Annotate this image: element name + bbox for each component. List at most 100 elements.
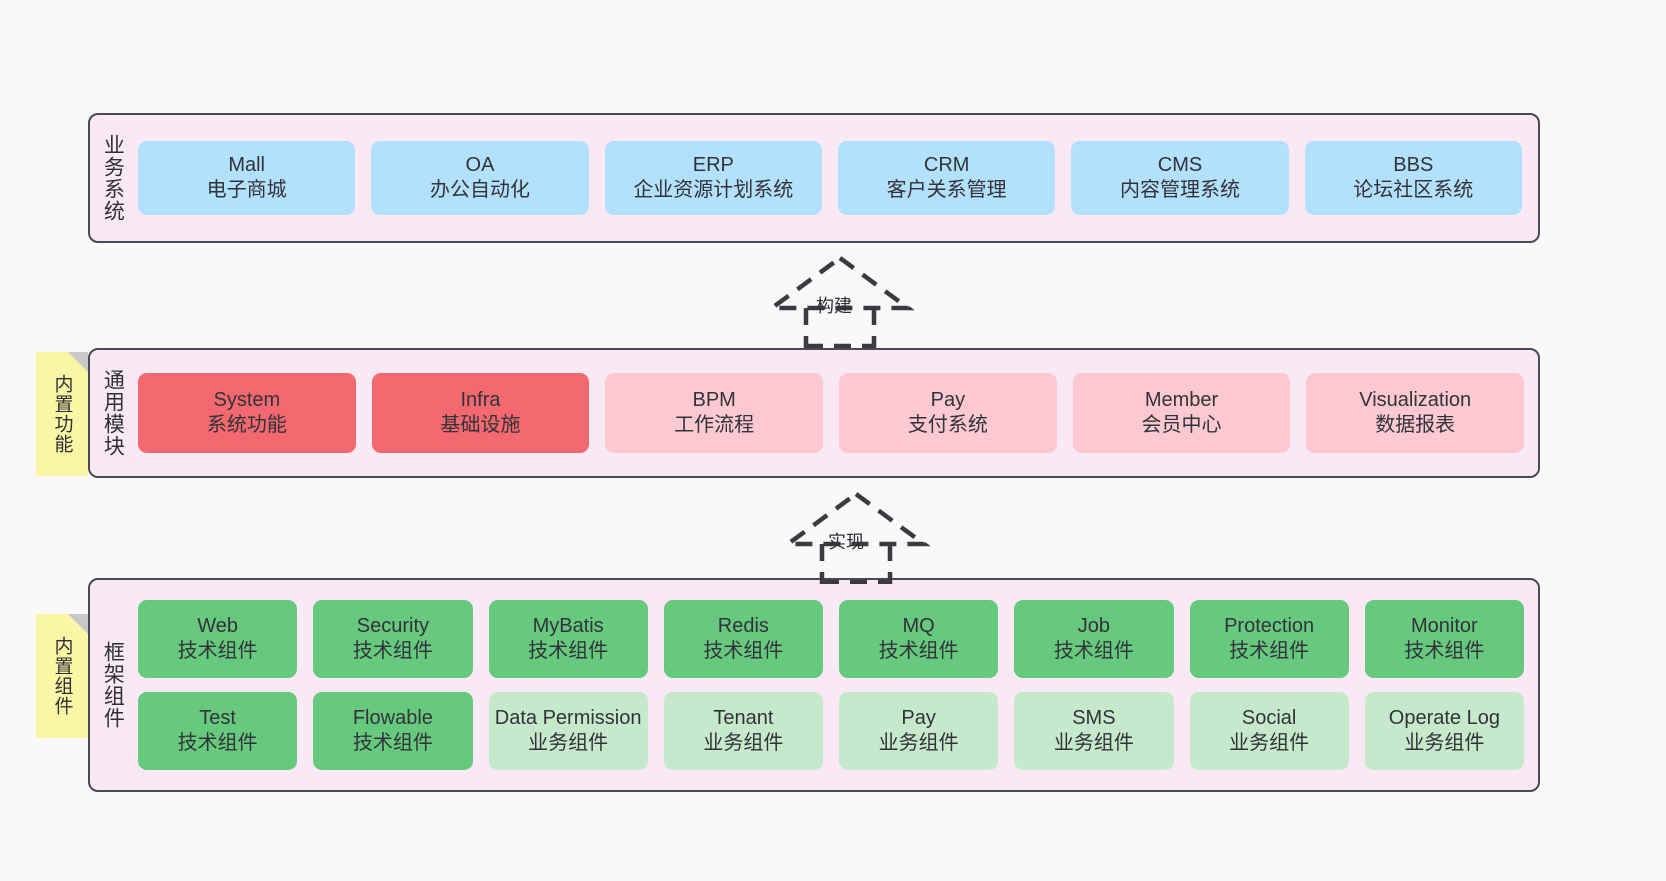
- cell-name: Protection: [1224, 615, 1315, 637]
- cell-name: CMS: [1157, 154, 1203, 176]
- sticky-label: 内置组件: [51, 636, 73, 716]
- layer-framework-components: 框架组件 Web 技术组件 Security 技术组件 MyBatis 技术组件…: [88, 578, 1540, 792]
- cell-name: Mall: [228, 154, 265, 176]
- common-row: System 系统功能 Infra 基础设施 BPM 工作流程 Pay 支付系统…: [138, 373, 1525, 453]
- cell-name: MQ: [902, 615, 935, 637]
- framework-cell-social[interactable]: Social 业务组件: [1189, 692, 1349, 770]
- cell-name: Job: [1077, 615, 1110, 637]
- cell-desc: 业务组件: [1053, 732, 1134, 754]
- common-cell-pay[interactable]: Pay 支付系统: [839, 373, 1057, 453]
- cell-name: Operate Log: [1388, 707, 1500, 729]
- cell-desc: 支付系统: [907, 414, 988, 436]
- cell-name: Pay: [930, 389, 966, 411]
- business-row: Mall 电子商城 OA 办公自动化 ERP 企业资源计划系统 CRM 客户关系…: [138, 141, 1522, 215]
- cell-name: Tenant: [713, 707, 774, 729]
- framework-cell-mq[interactable]: MQ 技术组件: [839, 600, 999, 678]
- cell-name: Web: [197, 615, 238, 637]
- framework-cell-redis[interactable]: Redis 技术组件: [663, 600, 823, 678]
- layer-framework-body: Web 技术组件 Security 技术组件 MyBatis 技术组件 Redi…: [134, 580, 1538, 790]
- common-cell-member[interactable]: Member 会员中心: [1072, 373, 1291, 453]
- cell-desc: 系统功能: [206, 414, 287, 436]
- sticky-fold-corner-icon: [68, 614, 88, 634]
- cell-desc: 业务组件: [703, 732, 784, 754]
- cell-desc: 业务组件: [1404, 732, 1485, 754]
- cell-desc: 业务组件: [878, 732, 959, 754]
- cell-name: SMS: [1072, 707, 1116, 729]
- framework-cell-test[interactable]: Test 技术组件: [138, 692, 298, 770]
- common-cell-bpm[interactable]: BPM 工作流程: [605, 373, 824, 453]
- realization-arrow-icon: [781, 491, 931, 585]
- cell-name: Monitor: [1411, 615, 1478, 637]
- business-cell-oa[interactable]: OA 办公自动化: [371, 141, 589, 215]
- cell-desc: 技术组件: [1404, 640, 1485, 662]
- cell-name: OA: [465, 154, 495, 176]
- cell-desc: 数据报表: [1375, 414, 1456, 436]
- layer-framework-title: 框架组件: [101, 641, 125, 729]
- cell-name: Redis: [717, 615, 769, 637]
- sticky-fold-corner-icon: [68, 352, 88, 372]
- cell-name: BPM: [692, 389, 736, 411]
- layer-business-title: 业务系统: [101, 134, 125, 222]
- cell-desc: 技术组件: [352, 640, 433, 662]
- realization-arrow-icon: [765, 255, 915, 349]
- cell-name: MyBatis: [532, 615, 604, 637]
- cell-name: Test: [199, 707, 236, 729]
- cell-desc: 会员中心: [1141, 414, 1222, 436]
- cell-desc: 技术组件: [177, 640, 258, 662]
- framework-cell-flowable[interactable]: Flowable 技术组件: [313, 692, 473, 770]
- connector-build-label: 构建: [816, 296, 852, 316]
- framework-cell-web[interactable]: Web 技术组件: [138, 600, 298, 678]
- sticky-note-builtin-components: 内置组件: [36, 614, 88, 738]
- common-cell-infra[interactable]: Infra 基础设施: [371, 373, 590, 453]
- business-cell-crm[interactable]: CRM 客户关系管理: [837, 141, 1056, 215]
- cell-name: Visualization: [1359, 389, 1472, 411]
- cell-desc: 技术组件: [177, 732, 258, 754]
- framework-cell-job[interactable]: Job 技术组件: [1014, 600, 1174, 678]
- cell-name: System: [213, 389, 281, 411]
- layer-business-systems: 业务系统 Mall 电子商城 OA 办公自动化 ERP 企业资源计划系统 CRM…: [88, 113, 1540, 243]
- layer-common-modules: 通用模块 System 系统功能 Infra 基础设施 BPM 工作流程 Pay…: [88, 348, 1540, 478]
- cell-name: BBS: [1393, 154, 1434, 176]
- business-cell-mall[interactable]: Mall 电子商城: [138, 141, 356, 215]
- framework-cell-monitor[interactable]: Monitor 技术组件: [1364, 600, 1524, 678]
- framework-cell-security[interactable]: Security 技术组件: [313, 600, 473, 678]
- cell-desc: 技术组件: [352, 732, 433, 754]
- cell-desc: 客户关系管理: [886, 179, 1007, 201]
- business-cell-cms[interactable]: CMS 内容管理系统: [1071, 141, 1289, 215]
- cell-desc: 业务组件: [528, 732, 609, 754]
- layer-common-body: System 系统功能 Infra 基础设施 BPM 工作流程 Pay 支付系统…: [134, 350, 1538, 476]
- framework-cell-sms[interactable]: SMS 业务组件: [1014, 692, 1174, 770]
- framework-cell-pay[interactable]: Pay 业务组件: [839, 692, 999, 770]
- business-cell-erp[interactable]: ERP 企业资源计划系统: [604, 141, 822, 215]
- framework-cell-tenant[interactable]: Tenant 业务组件: [663, 692, 823, 770]
- cell-name: Data Permission: [494, 707, 642, 729]
- connector-build: 构建: [740, 252, 940, 349]
- cell-name: CRM: [923, 154, 970, 176]
- cell-name: Social: [1241, 707, 1297, 729]
- cell-desc: 技术组件: [528, 640, 609, 662]
- cell-desc: 技术组件: [703, 640, 784, 662]
- framework-cell-data-permission[interactable]: Data Permission 业务组件: [488, 692, 648, 770]
- cell-name: Security: [356, 615, 429, 637]
- cell-name: Pay: [901, 707, 936, 729]
- cell-desc: 技术组件: [878, 640, 959, 662]
- framework-cell-operate-log[interactable]: Operate Log 业务组件: [1364, 692, 1524, 770]
- cell-desc: 业务组件: [1229, 732, 1310, 754]
- cell-desc: 企业资源计划系统: [633, 179, 794, 201]
- common-cell-visualization[interactable]: Visualization 数据报表: [1306, 373, 1525, 453]
- cell-desc: 论坛社区系统: [1353, 179, 1474, 201]
- framework-cell-mybatis[interactable]: MyBatis 技术组件: [488, 600, 648, 678]
- layer-business-body: Mall 电子商城 OA 办公自动化 ERP 企业资源计划系统 CRM 客户关系…: [134, 115, 1538, 241]
- connector-implement-label: 实现: [828, 532, 864, 552]
- framework-cell-protection[interactable]: Protection 技术组件: [1189, 600, 1349, 678]
- business-cell-bbs[interactable]: BBS 论坛社区系统: [1304, 141, 1522, 215]
- framework-row-business: Test 技术组件 Flowable 技术组件 Data Permission …: [138, 692, 1524, 770]
- cell-name: ERP: [692, 154, 734, 176]
- framework-row-tech: Web 技术组件 Security 技术组件 MyBatis 技术组件 Redi…: [138, 600, 1524, 678]
- common-cell-system[interactable]: System 系统功能: [138, 373, 356, 453]
- cell-name: Member: [1144, 389, 1219, 411]
- cell-desc: 内容管理系统: [1119, 179, 1240, 201]
- sticky-note-builtin-features: 内置功能: [36, 352, 88, 476]
- cell-desc: 基础设施: [440, 414, 521, 436]
- cell-desc: 技术组件: [1229, 640, 1310, 662]
